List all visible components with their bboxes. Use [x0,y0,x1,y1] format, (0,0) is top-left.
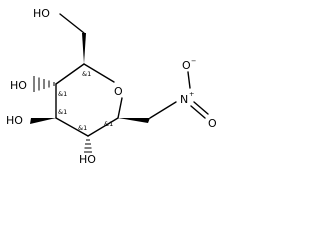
atom-ho-top: HO [33,7,50,20]
bond-n-ominus [187,71,191,89]
bond-c4-c5 [55,63,85,85]
atom-nitro-minus: − [191,57,196,65]
molecule-diagram: HO HO HO HO O N + O − O &1 &1 &1 &1 &1 [6,7,217,166]
bond-c2-c3 [55,117,89,137]
bond-n-odouble-b [190,105,206,119]
bond-ch2-oh [59,13,85,34]
atom-ho-c2: HO [79,153,96,166]
bond-c5-ringo [83,63,115,83]
stereo-c3: &1 [58,108,67,116]
hash-c4-oh [33,76,55,92]
bond-n-odouble-a [193,101,209,115]
stereo-c4: &1 [58,90,67,98]
stereo-c5: &1 [82,70,91,78]
bond-ch2-n [149,101,177,119]
atom-ring-o: O [114,85,123,98]
wedge-c1-ch2 [118,118,150,123]
atom-ho-c4: HO [10,79,27,92]
bond-c1-c2 [87,117,119,137]
hash-c2-oh [84,139,92,153]
atom-nitro-n: N [180,93,188,106]
atom-nitro-odouble: O [208,117,217,130]
atom-ho-c3: HO [6,114,23,127]
stereo-c1: &1 [104,120,113,128]
wedge-c3-oh [30,118,56,124]
bond-ringo-c1 [117,97,123,119]
atom-nitro-plus: + [189,90,194,98]
stereo-c2: &1 [78,124,87,132]
wedge-c5-ch2 [82,33,86,64]
atom-nitro-ominus: O [182,59,191,72]
